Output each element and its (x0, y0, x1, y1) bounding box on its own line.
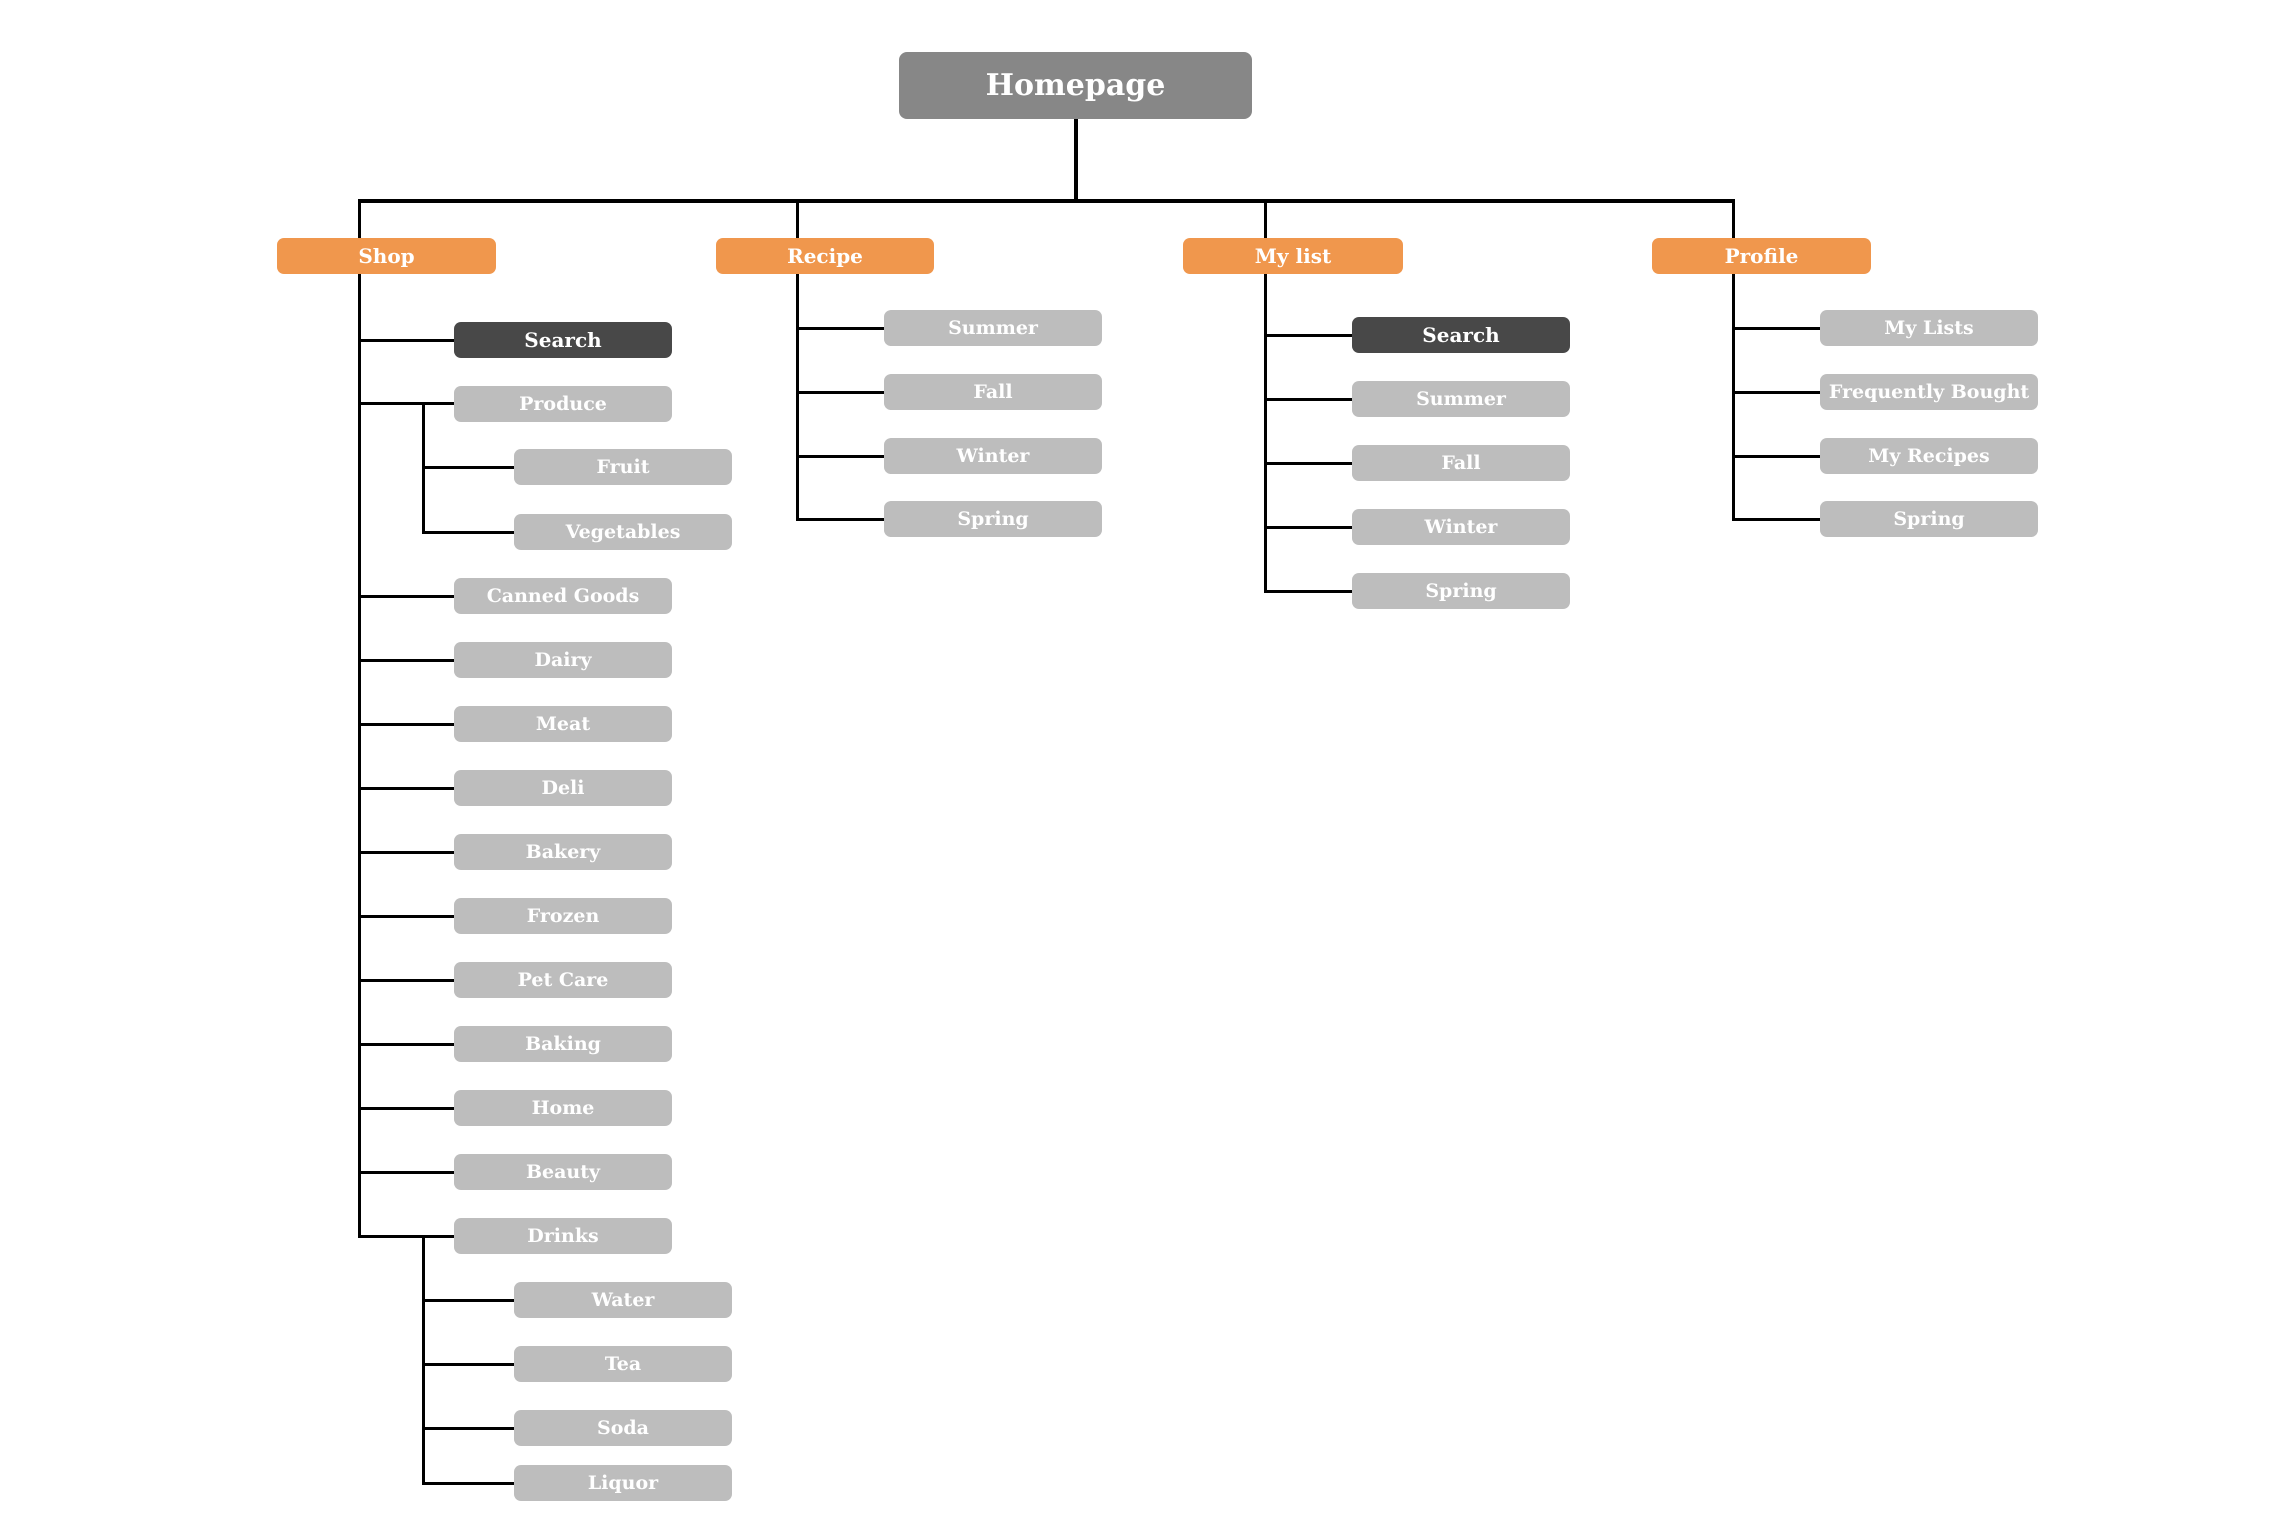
node-recipe-spring: Spring (884, 501, 1102, 537)
node-shop-search: Search (454, 322, 672, 358)
connector-stub (422, 531, 514, 534)
connector-homepage-stem (1074, 119, 1078, 201)
node-mylist-search: Search (1352, 317, 1570, 353)
node-mylist-summer: Summer (1352, 381, 1570, 417)
node-drinks: Drinks (454, 1218, 672, 1254)
node-shop: Shop (277, 238, 496, 274)
connector-drinks-subtrunk (422, 1235, 425, 1485)
node-vegetables: Vegetables (514, 514, 732, 550)
node-fruit: Fruit (514, 449, 732, 485)
node-meat: Meat (454, 706, 672, 742)
connector-stub (358, 1043, 454, 1046)
node-recipe: Recipe (716, 238, 934, 274)
node-my-list: My list (1183, 238, 1403, 274)
connector-mylist-trunk (1264, 199, 1267, 593)
connector-stub (358, 787, 454, 790)
connector-stub (1264, 590, 1352, 593)
connector-stub (422, 1482, 514, 1485)
connector-stub (358, 659, 454, 662)
node-recipe-summer: Summer (884, 310, 1102, 346)
connector-stub (796, 455, 884, 458)
node-my-lists: My Lists (1820, 310, 2038, 346)
node-mylist-fall: Fall (1352, 445, 1570, 481)
connector-stub (358, 339, 454, 342)
connector-main-horizontal (358, 199, 1735, 203)
connector-stub (1732, 391, 1820, 394)
connector-stub (1732, 327, 1820, 330)
node-produce: Produce (454, 386, 672, 422)
connector-stub (358, 723, 454, 726)
node-water: Water (514, 1282, 732, 1318)
connector-stub (796, 327, 884, 330)
node-soda: Soda (514, 1410, 732, 1446)
node-dairy: Dairy (454, 642, 672, 678)
node-mylist-spring: Spring (1352, 573, 1570, 609)
connector-stub (1264, 462, 1352, 465)
connector-stub (1264, 398, 1352, 401)
node-my-recipes: My Recipes (1820, 438, 2038, 474)
connector-stub (422, 1363, 514, 1366)
connector-stub (422, 466, 514, 469)
connector-profile-trunk (1732, 199, 1735, 521)
connector-stub (796, 518, 884, 521)
node-frequently-bought: Frequently Bought (1820, 374, 2038, 410)
node-tea: Tea (514, 1346, 732, 1382)
connector-stub (358, 1171, 454, 1174)
node-recipe-fall: Fall (884, 374, 1102, 410)
connector-stub (358, 1235, 454, 1238)
connector-shop-trunk (358, 199, 361, 1238)
connector-stub (422, 1299, 514, 1302)
connector-stub (358, 1107, 454, 1110)
connector-stub (1264, 526, 1352, 529)
connector-recipe-trunk (796, 199, 799, 521)
node-home: Home (454, 1090, 672, 1126)
node-canned-goods: Canned Goods (454, 578, 672, 614)
connector-stub (796, 391, 884, 394)
node-profile-spring: Spring (1820, 501, 2038, 537)
node-liquor: Liquor (514, 1465, 732, 1501)
connector-stub (422, 1427, 514, 1430)
node-homepage: Homepage (899, 52, 1252, 119)
node-bakery: Bakery (454, 834, 672, 870)
node-recipe-winter: Winter (884, 438, 1102, 474)
connector-stub (358, 402, 454, 405)
node-baking: Baking (454, 1026, 672, 1062)
connector-stub (358, 595, 454, 598)
node-frozen: Frozen (454, 898, 672, 934)
connector-stub (358, 851, 454, 854)
connector-stub (358, 979, 454, 982)
node-pet-care: Pet Care (454, 962, 672, 998)
connector-stub (1264, 334, 1352, 337)
node-deli: Deli (454, 770, 672, 806)
node-profile: Profile (1652, 238, 1871, 274)
node-beauty: Beauty (454, 1154, 672, 1190)
node-mylist-winter: Winter (1352, 509, 1570, 545)
connector-stub (358, 915, 454, 918)
connector-stub (1732, 455, 1820, 458)
connector-stub (1732, 518, 1820, 521)
